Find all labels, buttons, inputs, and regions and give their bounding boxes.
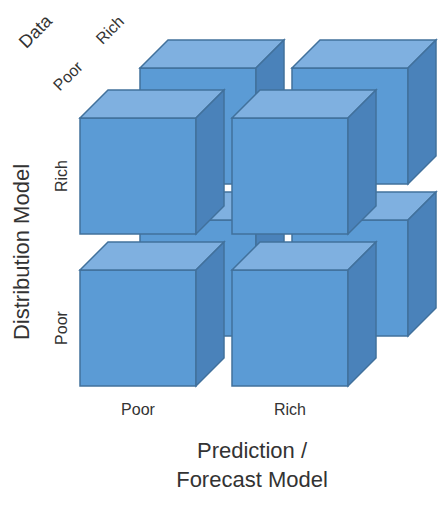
axis-tick: Poor [49, 57, 86, 94]
axis-tick: Poor [121, 400, 155, 419]
cube [232, 242, 376, 386]
axis-title: Prediction / Forecast Model [160, 437, 345, 494]
axis-title: Data [15, 11, 57, 53]
cube [232, 90, 376, 234]
axis-tick: Rich [52, 160, 71, 192]
axis-tick: Poor [52, 311, 71, 345]
axis-tick: Rich [92, 12, 128, 48]
axis-title: Distribution Model [9, 164, 35, 340]
axis-tick: Rich [274, 400, 306, 419]
cube [80, 90, 224, 234]
cube [80, 242, 224, 386]
